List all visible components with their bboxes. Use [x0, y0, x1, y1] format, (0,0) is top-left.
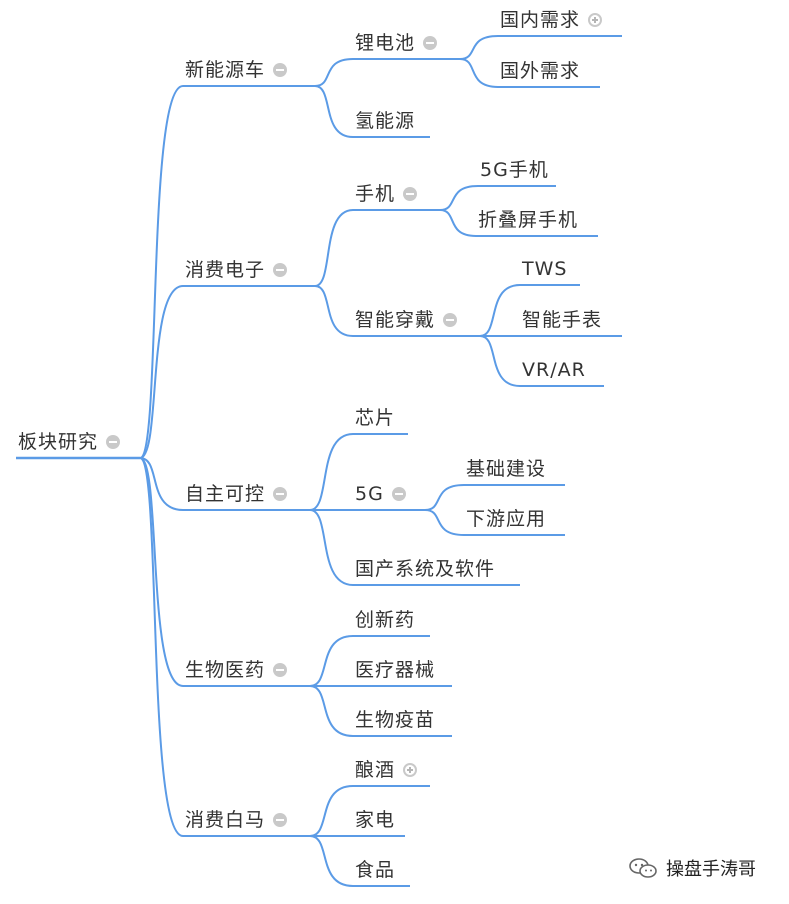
node-label: 生物疫苗 — [355, 709, 436, 731]
connector-n2a-n2a1 — [439, 185, 479, 211]
mindmap-node-n3c[interactable]: 国产系统及软件 — [355, 558, 495, 580]
connector-n0-n1 — [139, 85, 184, 459]
node-label: TWS — [522, 258, 568, 280]
collapse-icon[interactable] — [273, 263, 288, 277]
node-label: 锂电池 — [355, 32, 416, 54]
mindmap-node-n1a2[interactable]: 国外需求 — [500, 60, 580, 82]
mindmap-node-n5b[interactable]: 家电 — [355, 809, 395, 831]
collapse-icon[interactable] — [423, 36, 438, 50]
node-label: 手机 — [355, 183, 396, 205]
node-label: 5G手机 — [480, 159, 549, 181]
collapse-icon[interactable] — [273, 663, 288, 677]
node-label: 国产系统及软件 — [355, 558, 496, 580]
node-label: 芯片 — [355, 407, 396, 429]
mindmap-node-n3b2[interactable]: 下游应用 — [466, 508, 546, 530]
connector-n0-n5 — [139, 457, 184, 837]
connector-n4-n4c — [309, 685, 354, 737]
connector-n3-n3c — [309, 509, 354, 586]
mindmap-node-n1b[interactable]: 氢能源 — [355, 110, 415, 132]
expand-icon[interactable] — [403, 763, 418, 777]
connector-n1-n1a — [314, 58, 354, 87]
mindmap-node-n4b[interactable]: 医疗器械 — [355, 659, 435, 681]
node-label: 食品 — [355, 859, 396, 881]
collapse-icon[interactable] — [273, 63, 288, 77]
collapse-icon[interactable] — [391, 487, 406, 501]
connector-n2a-n2a2 — [439, 209, 477, 237]
collapse-icon[interactable] — [106, 435, 121, 449]
connector-n2b-n2b1 — [479, 284, 521, 337]
node-label: 消费白马 — [185, 809, 266, 831]
mindmap-node-n4a[interactable]: 创新药 — [355, 609, 415, 631]
connector-n1a-n1a2 — [459, 58, 499, 88]
node-label: 酿酒 — [355, 759, 396, 781]
collapse-icon[interactable] — [443, 313, 458, 327]
node-label: 医疗器械 — [355, 659, 436, 681]
mindmap-node-n4[interactable]: 生物医药 — [185, 659, 288, 681]
mindmap-node-n1a1[interactable]: 国内需求 — [500, 9, 603, 31]
watermark-text: 操盘手涛哥 — [666, 859, 756, 880]
mindmap-node-n2a2[interactable]: 折叠屏手机 — [478, 209, 578, 231]
mindmap-node-n3a[interactable]: 芯片 — [355, 407, 395, 429]
node-label: 5G — [355, 483, 384, 505]
mindmap-node-n3b[interactable]: 5G — [355, 483, 406, 505]
connector-n1-n1b — [314, 85, 354, 138]
mindmap-node-n2b[interactable]: 智能穿戴 — [355, 309, 458, 331]
collapse-icon[interactable] — [403, 187, 418, 201]
connector-n1a-n1a1 — [459, 35, 499, 60]
mindmap-node-n3[interactable]: 自主可控 — [185, 483, 288, 505]
mindmap-node-n1a[interactable]: 锂电池 — [355, 32, 438, 54]
mindmap-node-n4c[interactable]: 生物疫苗 — [355, 709, 435, 731]
connector-n3b-n3b1 — [424, 484, 465, 511]
connector-n5-n5a — [309, 785, 354, 837]
node-label: 智能穿戴 — [355, 309, 436, 331]
node-label: 国外需求 — [500, 60, 581, 82]
collapse-icon[interactable] — [273, 487, 288, 501]
node-label: 自主可控 — [185, 483, 266, 505]
connector-n2-n2b — [314, 285, 354, 337]
node-label: 智能手表 — [522, 309, 603, 331]
connector-n0-n4 — [139, 457, 184, 687]
node-label: 创新药 — [355, 609, 416, 631]
node-label: VR/AR — [522, 359, 586, 381]
node-label: 国内需求 — [500, 9, 581, 31]
mindmap-node-n2[interactable]: 消费电子 — [185, 259, 288, 281]
node-label: 折叠屏手机 — [478, 209, 579, 231]
connector-n2b-n2b3 — [479, 335, 521, 387]
mindmap-node-n2a1[interactable]: 5G手机 — [480, 159, 549, 181]
node-label: 下游应用 — [466, 508, 547, 530]
node-label: 家电 — [355, 809, 396, 831]
connector-n5-n5c — [309, 835, 354, 887]
node-label: 生物医药 — [185, 659, 266, 681]
connector-n4-n4a — [309, 635, 354, 687]
watermark: 操盘手涛哥 — [628, 855, 756, 881]
mindmap-node-n2a[interactable]: 手机 — [355, 183, 418, 205]
node-label: 新能源车 — [185, 59, 266, 81]
collapse-icon[interactable] — [273, 813, 288, 827]
mindmap-node-n0[interactable]: 板块研究 — [18, 431, 121, 453]
node-label: 消费电子 — [185, 259, 266, 281]
wechat-icon — [629, 858, 657, 878]
mindmap-node-n5c[interactable]: 食品 — [355, 859, 395, 881]
mindmap-node-n2b1[interactable]: TWS — [522, 258, 567, 280]
node-label: 板块研究 — [18, 431, 99, 453]
connector-n0-n3 — [139, 457, 184, 511]
mindmap-node-n2b2[interactable]: 智能手表 — [522, 309, 602, 331]
expand-icon[interactable] — [588, 13, 603, 27]
mindmap-node-n2b3[interactable]: VR/AR — [522, 359, 586, 381]
mindmap-node-n1[interactable]: 新能源车 — [185, 59, 288, 81]
mindmap-node-n3b1[interactable]: 基础建设 — [466, 458, 546, 480]
mindmap-node-n5[interactable]: 消费白马 — [185, 809, 288, 831]
node-label: 氢能源 — [355, 110, 416, 132]
connector-n3b-n3b2 — [424, 509, 465, 536]
connector-n0-n2 — [139, 285, 184, 459]
connector-n3-n3a — [309, 433, 354, 511]
connector-n2-n2a — [314, 209, 354, 287]
node-label: 基础建设 — [466, 458, 547, 480]
mindmap-node-n5a[interactable]: 酿酒 — [355, 759, 418, 781]
